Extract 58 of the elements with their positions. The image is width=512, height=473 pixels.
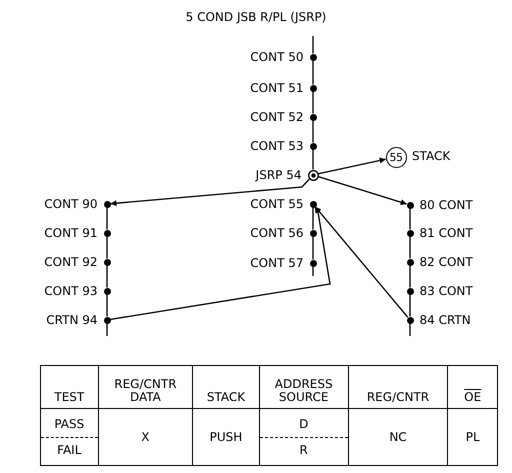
step-label: 84 CRTN xyxy=(420,313,471,327)
connector-line xyxy=(409,266,411,288)
column-header: OE xyxy=(448,366,498,408)
column-header: STACK xyxy=(192,366,260,408)
step-label: CONT 53 xyxy=(250,139,304,153)
table-value: NC xyxy=(348,408,448,466)
arrow xyxy=(318,158,386,174)
step-label: 80 CONT xyxy=(420,198,473,212)
table-value: FAIL xyxy=(56,442,82,458)
connector-line xyxy=(409,208,411,230)
table-value: PASS xyxy=(41,412,98,438)
step-label: 82 CONT xyxy=(420,255,473,269)
step-label: CONT 50 xyxy=(250,50,304,64)
arrow xyxy=(110,178,310,206)
column-header: ADDRESS SOURCE xyxy=(259,366,348,408)
connector-line xyxy=(106,294,108,316)
connector-line xyxy=(409,294,411,316)
step-label: CONT 57 xyxy=(250,256,304,270)
connector-line xyxy=(106,208,108,230)
step-label: CONT 90 xyxy=(44,197,98,211)
column-header: TEST xyxy=(40,366,98,408)
step-label: CONT 52 xyxy=(250,110,304,124)
table-value: PUSH xyxy=(192,408,260,466)
connector-line xyxy=(312,60,314,84)
column-header: REG/CNTR xyxy=(348,366,448,408)
table-value: R xyxy=(298,442,309,458)
connector-line xyxy=(106,266,108,288)
step-caption: STACK xyxy=(412,149,450,163)
arrow xyxy=(110,206,331,320)
connector-line xyxy=(409,324,411,336)
step-label: CONT 56 xyxy=(250,226,304,240)
connector-line xyxy=(312,150,314,170)
table-value: PL xyxy=(448,408,498,466)
step-label: 81 CONT xyxy=(420,226,473,240)
connector-line xyxy=(409,236,411,258)
step-circle: 55 xyxy=(386,146,406,168)
connector-line xyxy=(312,266,314,276)
diagram-title: 5 COND JSB R/PL (JSRP) xyxy=(184,10,328,24)
step-label: CONT 93 xyxy=(44,284,98,298)
step-label: CONT 91 xyxy=(44,226,98,240)
connector-line xyxy=(312,36,314,54)
connector-line xyxy=(312,92,314,114)
connector-line xyxy=(312,208,314,230)
column-header: REG/CNTR DATA xyxy=(98,366,193,408)
connector-line xyxy=(106,324,108,336)
connector-line xyxy=(312,120,314,142)
arrow xyxy=(314,206,408,318)
table-value: D xyxy=(260,412,348,438)
connector-line xyxy=(106,236,108,258)
step-label: 83 CONT xyxy=(420,284,473,298)
step-label: JSRP 54 xyxy=(256,168,302,182)
arrow xyxy=(318,176,407,206)
step-label: CONT 92 xyxy=(44,255,98,269)
step-label: CONT 51 xyxy=(250,81,304,95)
connector-line xyxy=(312,236,314,260)
step-label: CONT 55 xyxy=(250,197,304,211)
table-value: X xyxy=(98,408,193,466)
step-label: CRTN 94 xyxy=(46,313,98,327)
